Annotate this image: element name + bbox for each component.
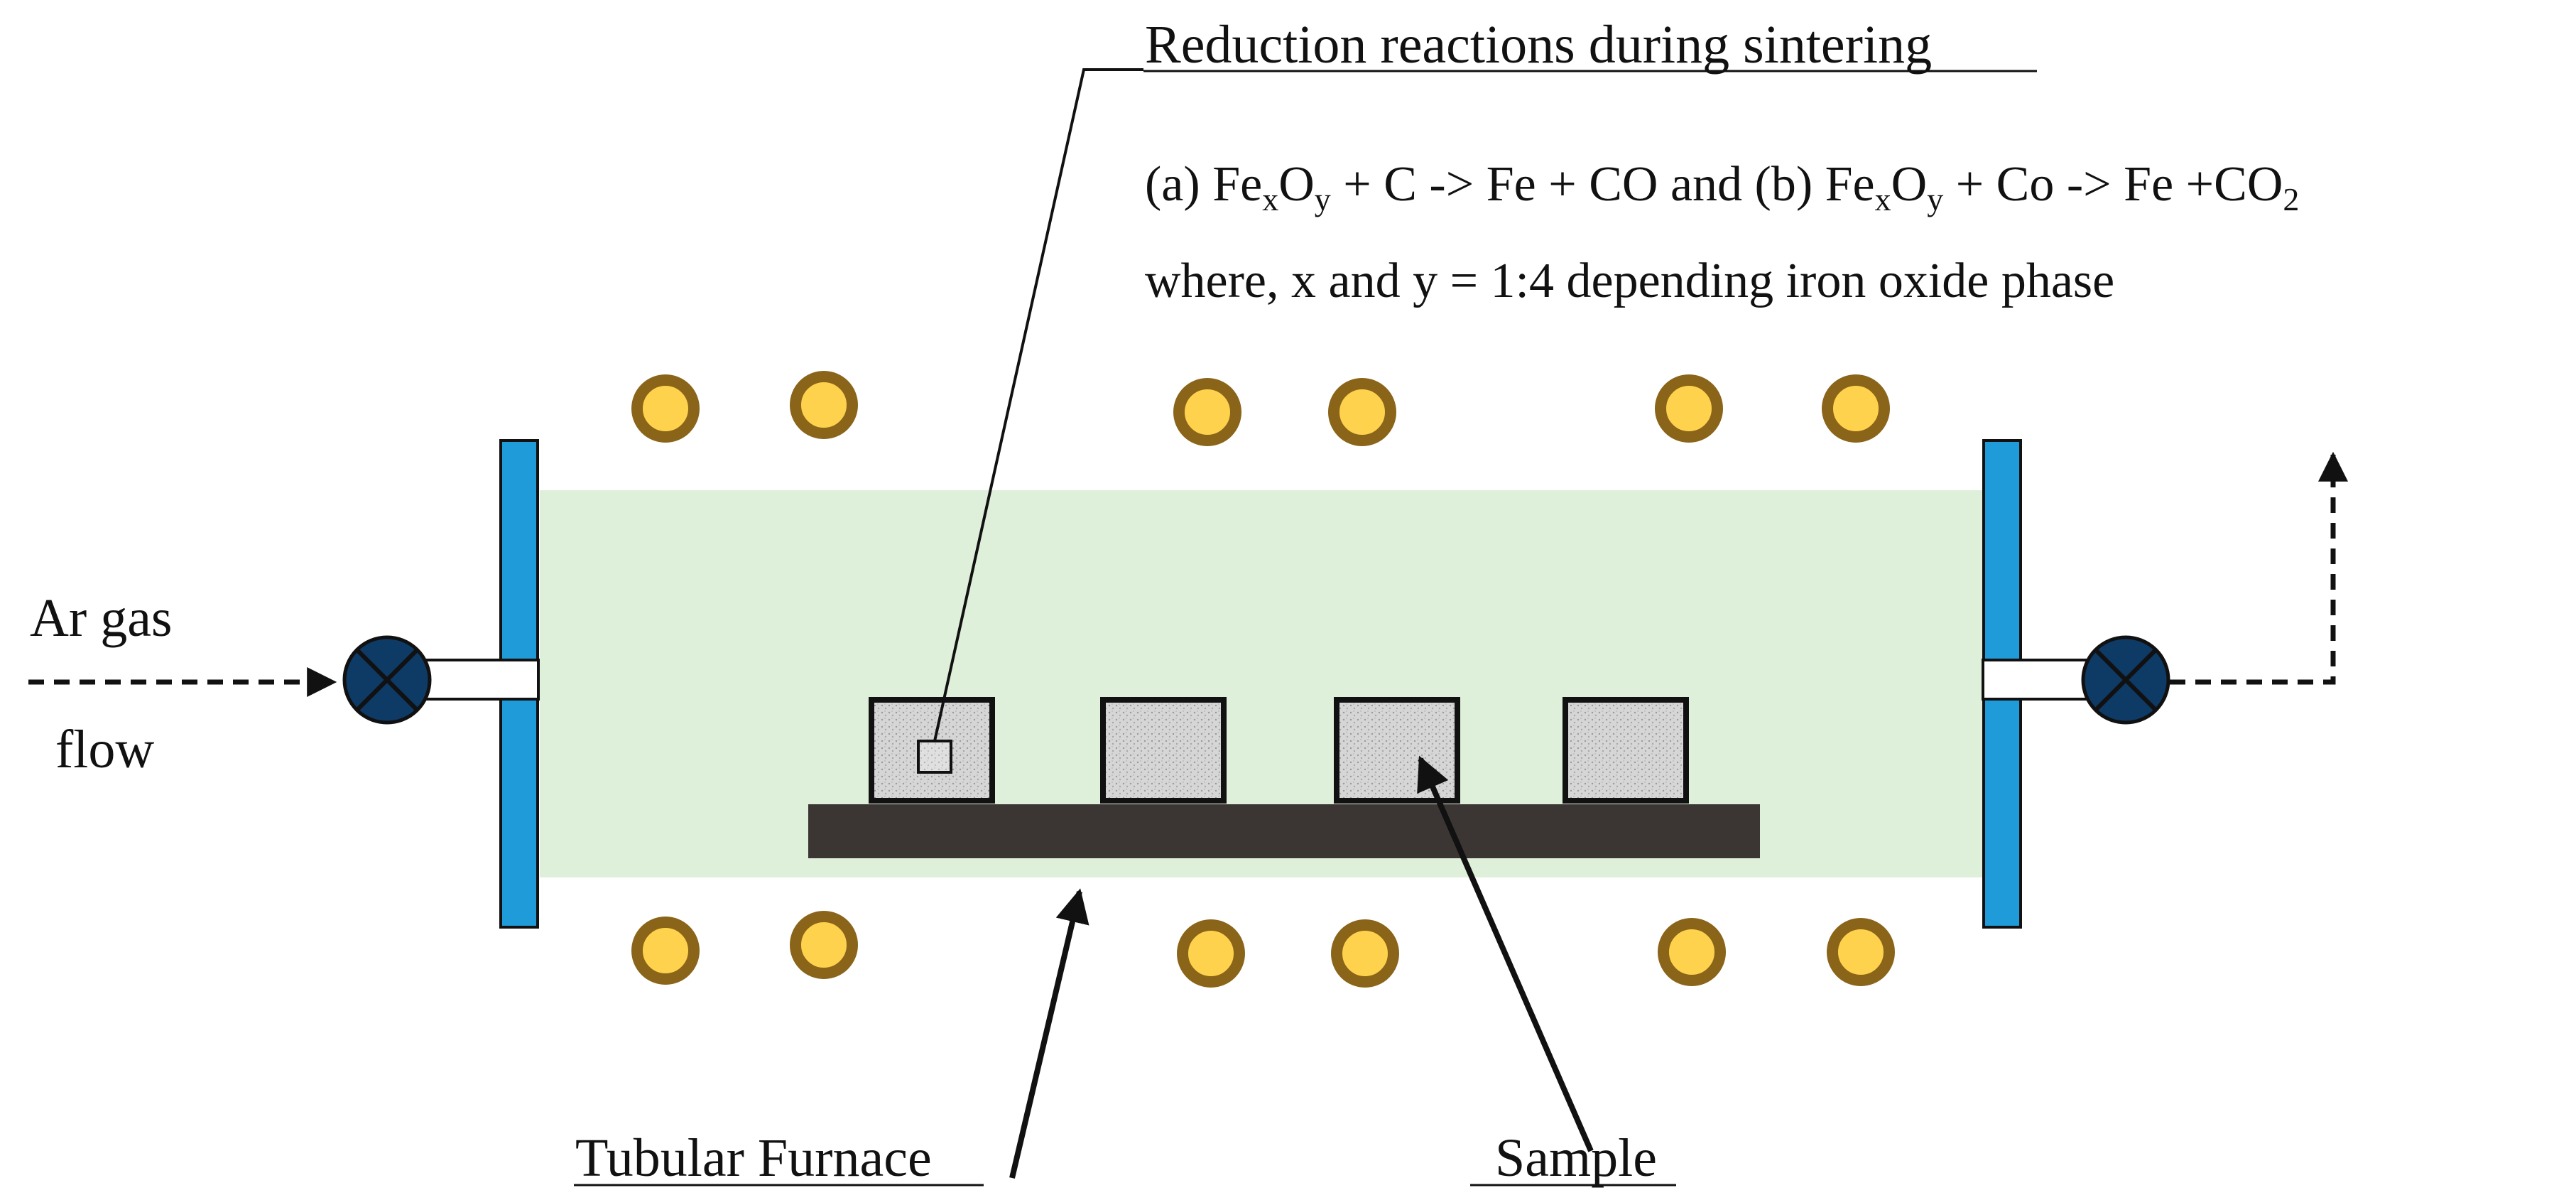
- heater-coil-icon: [1822, 374, 1890, 443]
- heater-coil-icon: [1658, 918, 1726, 986]
- heater-coil-icon: [1827, 918, 1895, 986]
- reaction-equation: (a) FexOy + C -> Fe + CO and (b) FexOy +…: [1145, 157, 2299, 217]
- inlet-valve-icon: [342, 635, 432, 725]
- inlet-pipe: [418, 659, 540, 701]
- sample-3: [1334, 697, 1460, 804]
- heater-coil-icon: [790, 371, 858, 439]
- sample-label: Sample: [1495, 1128, 1657, 1188]
- sample-boat: [808, 804, 1760, 858]
- gas-label-line2: flow: [55, 720, 154, 779]
- sample-1: [869, 697, 995, 804]
- heater-coil-icon: [631, 374, 700, 443]
- outlet-valve-icon: [2081, 635, 2170, 725]
- sample-4: [1563, 697, 1689, 804]
- outlet-flow-arrow-icon: [2170, 451, 2348, 685]
- heater-coils: [631, 371, 1895, 988]
- outlet-pipe: [1982, 659, 2102, 701]
- heater-coil-icon: [1328, 378, 1396, 446]
- heater-coil-icon: [1173, 378, 1241, 446]
- reaction-title: Reduction reactions during sintering: [1145, 15, 1932, 75]
- heater-coil-icon: [1177, 919, 1245, 988]
- sample-pointer-arrow-icon: [1417, 755, 1594, 1152]
- heater-coil-icon: [1331, 919, 1399, 988]
- sample-2: [1100, 697, 1227, 804]
- furnace-pointer-arrow-icon: [1009, 888, 1089, 1179]
- heater-coil-icon: [631, 917, 700, 985]
- heater-coil-icon: [790, 911, 858, 979]
- reaction-note: where, x and y = 1:4 depending iron oxid…: [1145, 254, 2114, 308]
- title-leader-line: [933, 68, 1143, 742]
- gas-label-line1: Ar gas: [30, 588, 173, 648]
- heater-coil-icon: [1655, 374, 1723, 443]
- sample-1-inset: [917, 740, 952, 774]
- furnace-label: Tubular Furnace: [575, 1128, 932, 1188]
